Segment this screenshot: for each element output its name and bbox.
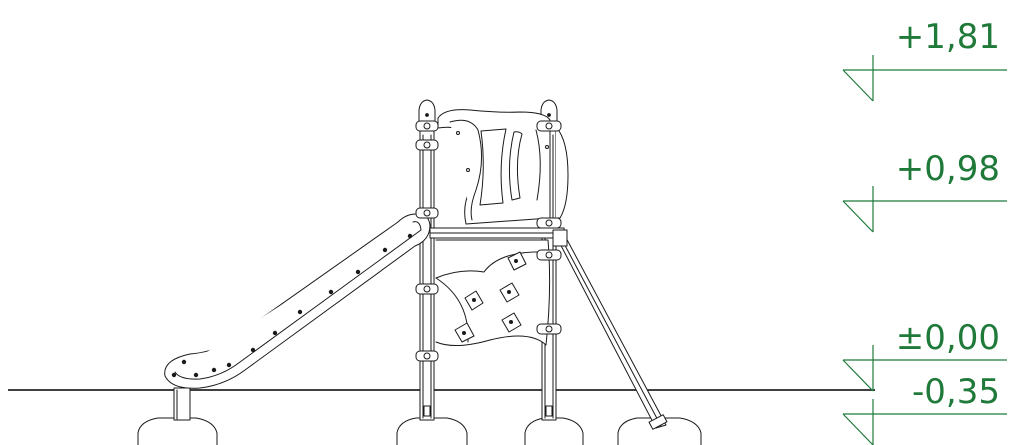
level-label-3: ±0,00 [896, 318, 1000, 358]
panel-slot-edge [535, 129, 541, 201]
post-cap-left [418, 99, 436, 125]
climbing-holds [454, 251, 527, 343]
level-marker-3: ±0,00 [842, 318, 1007, 392]
deck-platform [429, 227, 565, 239]
clamp-right-4 [536, 323, 562, 335]
level-marker-2: +0,98 [842, 149, 1007, 233]
level-marker-4: -0,35 [842, 372, 1007, 445]
level-label-4: -0,35 [912, 372, 1000, 412]
playground-unit [137, 99, 702, 445]
level-marker-1: +1,81 [842, 17, 1007, 102]
clamp-left-5 [415, 350, 439, 362]
diagonal-brace [552, 229, 668, 430]
slide [164, 213, 431, 389]
slide-support-leg [173, 387, 191, 421]
footing-slide [137, 417, 218, 445]
clamp-right-2 [536, 217, 562, 229]
footing-post-right [524, 417, 584, 445]
clamp-right-1 [536, 120, 562, 132]
level-label-1: +1,81 [896, 17, 1000, 57]
clamp-left-4 [415, 283, 439, 295]
footing-post-left [396, 417, 468, 445]
panel-slot-left [479, 128, 507, 206]
clamp-left-3 [415, 207, 439, 219]
panel-slot-right [508, 131, 523, 201]
post-clamps [415, 120, 562, 362]
top-panel [437, 109, 569, 225]
clamp-left-2 [415, 139, 439, 151]
clamp-left-1 [415, 120, 439, 132]
level-label-2: +0,98 [896, 149, 1000, 189]
concrete-footings [137, 417, 702, 445]
clamp-right-3 [536, 249, 562, 261]
climbing-wall-panel [435, 239, 551, 346]
post-left [418, 99, 436, 421]
slide-bolts [171, 233, 413, 378]
level-markers: +1,81 +0,98 ±0,00 -0,35 [842, 17, 1007, 445]
